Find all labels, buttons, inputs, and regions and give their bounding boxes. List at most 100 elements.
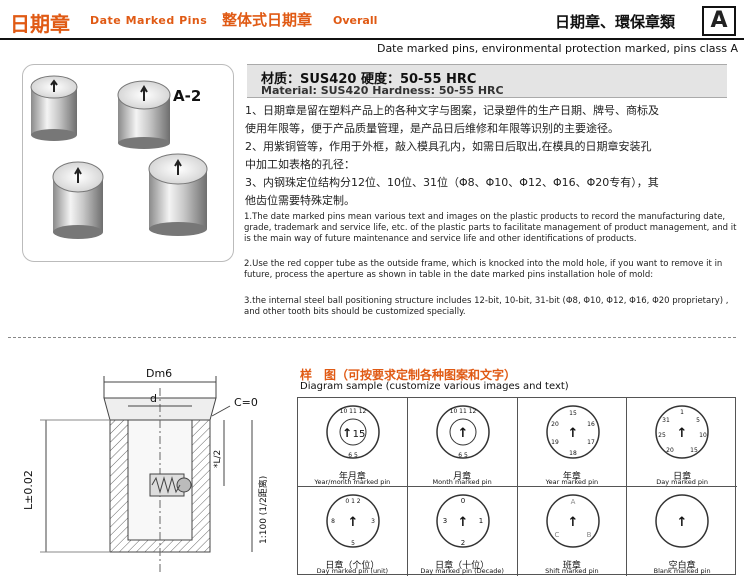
dim-d: d: [150, 392, 157, 405]
title-en: Date Marked Pins: [90, 14, 208, 27]
dial-tick: 20: [666, 447, 674, 454]
desc-en-1: 1.The date marked pins mean various text…: [244, 212, 737, 244]
desc-cn-line: 使用年限等，便于产品质量管理，是产品日后维修和年限等识别的主要途径。: [245, 122, 619, 135]
dim-l-half: *L/2: [213, 450, 223, 468]
dial-tick: 15: [690, 447, 698, 454]
dial-tick: 10: [699, 432, 707, 439]
dial-tick: 3: [443, 517, 447, 525]
sample-label-en: Year marked pin: [545, 478, 599, 486]
product-photo-panel: A-2: [22, 64, 234, 262]
svg-text:5: 5: [351, 540, 355, 547]
dial-tick: B: [586, 531, 591, 539]
technical-drawing: Dm6 d C=0 L±0.02 *L/2 1:100 (1/2距离): [22, 367, 269, 572]
dial-tick: 19: [551, 439, 559, 446]
svg-text:10 11 12: 10 11 12: [449, 408, 476, 415]
title2-en: Overall: [333, 14, 378, 27]
sample-label-cn: 日章: [673, 472, 692, 482]
samples-title-cn: 样 图（可按要求定制各种图案和文字）: [300, 368, 517, 382]
sample-cell-month: ↑ 10 11 12 6 5 月章 Month marked pin: [407, 398, 518, 487]
sample-label-cn: 年章: [562, 472, 581, 482]
dial-tick: 17: [587, 439, 595, 446]
svg-text:10 11 12: 10 11 12: [340, 408, 367, 415]
sample-label-en: Day marked pin (unit): [316, 567, 389, 575]
desc-en-3: 3.the internal steel ball positioning st…: [244, 296, 729, 317]
sample-label-en: Shift marked pin: [545, 567, 599, 575]
svg-text:↑: ↑: [567, 426, 578, 441]
dial-tick: 5: [696, 417, 700, 424]
svg-text:6 5: 6 5: [458, 452, 468, 459]
samples-grid: ↑ 15 10 11 12 6 5 年月章 Year/month marked …: [297, 397, 737, 576]
sample-label-en: Year/month marked pin: [314, 478, 391, 486]
dial-tick: 0: [461, 497, 465, 505]
dial-year: ↑ 15 16 17 18 19 20: [545, 405, 600, 459]
title2-cn: 整体式日期章: [222, 11, 313, 29]
desc-cn-line: 2、用紫铜管等，作用于外框，敲入模具孔内，如需日后取出,在模具的日期章安装孔: [245, 140, 652, 153]
category-subtitle: Date marked pins, environmental protecti…: [376, 42, 738, 55]
dial-shift: ↑ A B C: [545, 494, 600, 548]
svg-text:↑: ↑: [677, 426, 688, 441]
sample-cell-year-month: ↑ 15 10 11 12 6 5 年月章 Year/month marked …: [298, 398, 408, 487]
section-divider: [8, 337, 736, 338]
category-letter-box: A: [702, 6, 736, 36]
dial-day-unit: ↑ 0 1 2 8 3 5: [326, 494, 380, 548]
svg-text:↑: ↑: [677, 515, 688, 530]
dial-day: ↑ 1 5 10 15 20 25 31: [655, 405, 709, 459]
sample-label-cn: 日章（十位）: [435, 561, 490, 571]
desc-cn-line: 中加工如表格的孔径：: [245, 158, 355, 171]
dial-tick: 20: [551, 421, 559, 428]
dim-taper: 1:100 (1/2距离): [257, 476, 269, 544]
dial-day-decade: ↑ 0 1 2 3: [436, 494, 490, 548]
page-header: 日期章 Date Marked Pins 整体式日期章 Overall 日期章、…: [0, 0, 744, 40]
dial-tick: A: [570, 498, 575, 506]
desc-cn-line: 3、内钢珠定位结构分12位、10位、31位（Φ8、Φ10、Φ12、Φ16、Φ20…: [245, 176, 659, 189]
sample-cell-day-decade: ↑ 0 1 2 3 日章（十位） Day marked pin (Decade): [408, 487, 518, 576]
dial-tick: 1: [680, 409, 684, 416]
sample-label-cn: 日章（个位）: [325, 561, 380, 571]
sample-cell-year: ↑ 15 16 17 18 19 20 年章 Year marked pin: [517, 398, 628, 487]
title-cn: 日期章: [10, 12, 70, 36]
svg-text:8: 8: [331, 518, 335, 525]
svg-text:↑: ↑: [457, 515, 468, 530]
samples-title-en: Diagram sample (customize various images…: [300, 381, 569, 392]
material-en: Material: SUS420 Hardness: 50-55 HRC: [261, 84, 504, 97]
header-rule: [0, 38, 744, 40]
svg-text:0 1 2: 0 1 2: [345, 498, 360, 505]
dial-tick: 1: [479, 517, 483, 525]
product-model: A-2: [173, 87, 202, 105]
dim-l-tol: L±0.02: [22, 470, 35, 510]
dial-year-month: ↑ 15 10 11 12 6 5: [326, 405, 380, 459]
svg-text:↑: ↑: [348, 515, 359, 530]
sample-label-en: Day marked pin: [656, 478, 708, 486]
sample-label-cn: 月章: [453, 472, 472, 482]
sample-cell-blank: ↑ 空白章 Blank marked pin: [627, 487, 737, 576]
dial-blank: ↑: [655, 494, 709, 548]
dial-tick: 16: [587, 421, 595, 428]
dim-dm6: Dm6: [146, 367, 172, 380]
sample-label-cn: 年月章: [338, 472, 366, 482]
category-cn: 日期章、環保章類: [555, 13, 676, 31]
svg-text:↑: ↑: [457, 426, 468, 441]
dial-tick: 25: [658, 432, 666, 439]
svg-text:6 5: 6 5: [348, 452, 358, 459]
sample-cell-shift: ↑ A B C 班章 Shift marked pin: [518, 487, 628, 576]
sample-cell-day-unit: ↑ 0 1 2 8 3 5 日章（个位） Day marked pin (uni…: [298, 487, 408, 576]
dial-tick: 31: [662, 417, 670, 424]
desc-cn-line: 他齿位需要特殊定制。: [245, 194, 355, 207]
svg-text:↑: ↑: [342, 426, 352, 440]
desc-cn-line: 1、日期章是留在塑料产品上的各种文字与图案，记录塑件的生产日期、牌号、商标及: [245, 104, 659, 117]
dial-tick: 15: [569, 410, 577, 417]
sample-label-cn: 空白章: [668, 561, 696, 571]
sample-label-en: Day marked pin (Decade): [420, 567, 504, 575]
dial-tick: 2: [461, 539, 465, 547]
svg-text:3: 3: [371, 518, 375, 525]
material-cn: 材质：SUS420 硬度：50-55 HRC: [261, 72, 477, 87]
dial-center-value: 15: [353, 429, 366, 440]
sample-label-cn: 班章: [562, 561, 581, 571]
desc-en-2: 2.Use the red copper tube as the outside…: [244, 259, 723, 280]
material-bar: 材质：SUS420 硬度：50-55 HRC Material: SUS420 …: [247, 64, 727, 98]
sample-cell-day: ↑ 1 5 10 15 20 25 31 日章 Day marked pin: [627, 398, 737, 487]
product-photo: [30, 75, 208, 239]
svg-text:↑: ↑: [567, 515, 578, 530]
sample-label-en: Month marked pin: [432, 478, 492, 486]
sample-label-en: Blank marked pin: [653, 567, 711, 575]
